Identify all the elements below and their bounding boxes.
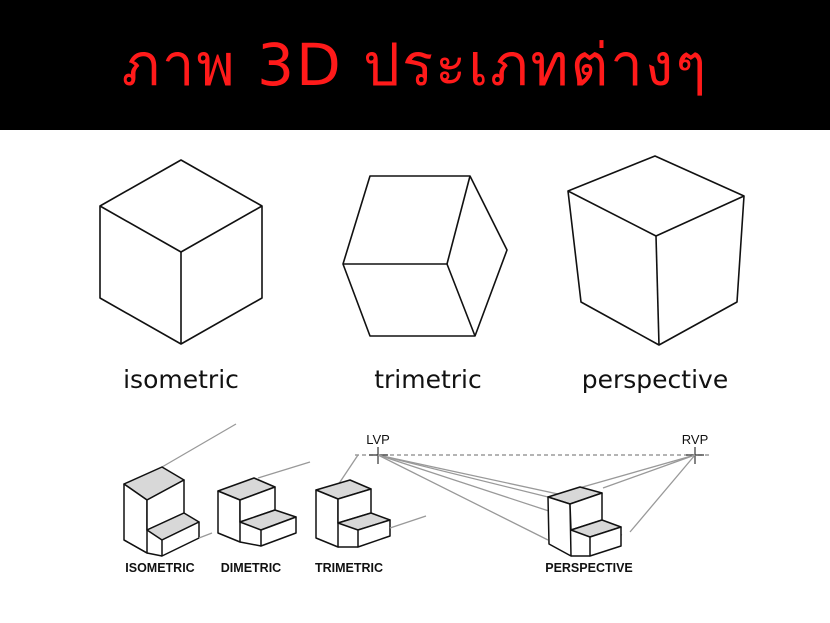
- perspective-step-block: [547, 486, 622, 557]
- label-isometric-small: ISOMETRIC: [125, 561, 194, 575]
- label-trimetric: trimetric: [374, 365, 482, 394]
- perspective-construction-lines: [377, 454, 696, 541]
- label-isometric: isometric: [123, 365, 239, 394]
- isometric-step-block: [123, 423, 237, 557]
- title-banner: [0, 0, 830, 130]
- trimetric-step-block: [315, 454, 427, 548]
- dimetric-step-block: [217, 461, 311, 547]
- label-dimetric-small: DIMETRIC: [221, 561, 281, 575]
- trimetric-cube: [342, 175, 508, 337]
- label-perspective-small: PERSPECTIVE: [545, 561, 633, 575]
- isometric-cube: [99, 159, 263, 345]
- label-lvp: LVP: [366, 432, 390, 447]
- label-rvp: RVP: [682, 432, 709, 447]
- label-perspective: perspective: [582, 365, 728, 394]
- perspective-cube: [567, 155, 745, 346]
- label-trimetric-small: TRIMETRIC: [315, 561, 383, 575]
- page-title: ภาพ 3D ประเภทต่างๆ: [121, 31, 709, 99]
